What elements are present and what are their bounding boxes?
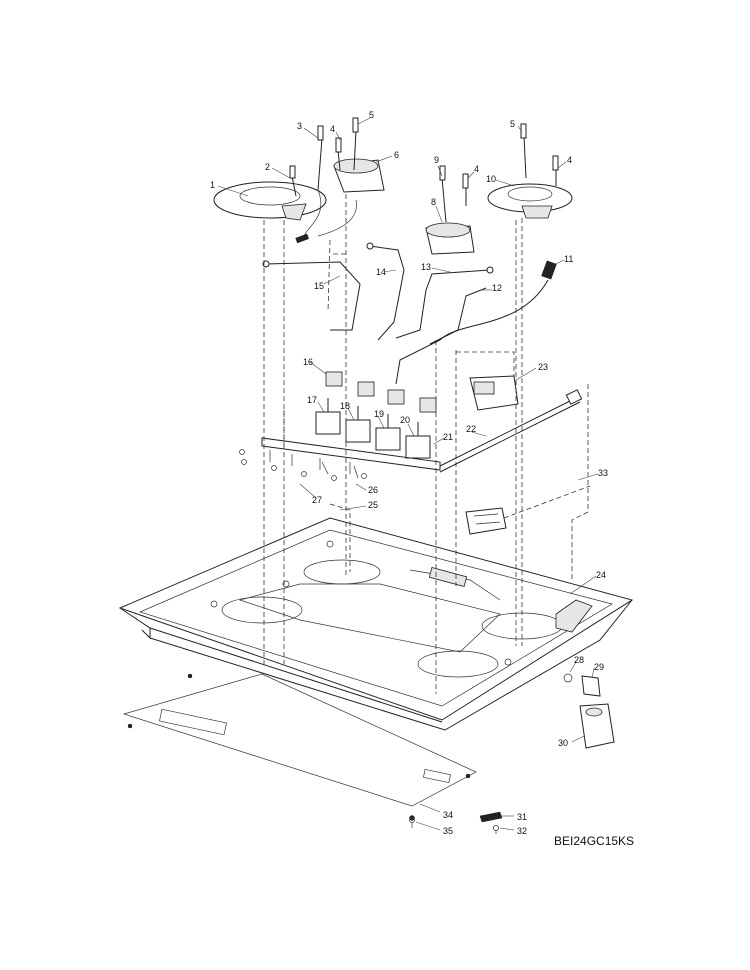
callout-4c: 4 [567,155,572,165]
callout-1: 1 [210,180,215,190]
burner-cup-small [333,158,385,193]
callout-17: 17 [307,395,317,405]
callout-25: 25 [368,500,378,510]
pressure-regulator [563,673,615,749]
bottom-cover-plate [122,673,477,821]
callout-16: 16 [303,357,313,367]
callout-8: 8 [431,197,436,207]
small-parts [409,811,503,834]
callout-32: 32 [517,826,527,836]
callout-24: 24 [596,570,606,580]
leader-lines [217,117,599,831]
burner-cup-center [425,222,475,255]
callout-19: 19 [374,409,384,419]
assembly-guide-lines [263,194,591,694]
callout-27: 27 [312,495,322,505]
model-code: BEI24GC15KS [554,834,634,848]
screws [239,449,367,481]
callout-33: 33 [598,468,608,478]
gas-manifold [439,389,583,473]
igniter-electrodes [289,117,559,244]
gas-tubes [262,242,557,385]
callout-6: 6 [394,150,399,160]
callout-9: 9 [434,155,439,165]
callout-30: 30 [558,738,568,748]
cooktop-base-pan [118,517,634,731]
callout-28: 28 [574,655,584,665]
callout-34: 34 [443,810,453,820]
callout-35: 35 [443,826,453,836]
callout-14: 14 [376,267,386,277]
callout-29: 29 [594,662,604,672]
callout-18: 18 [340,401,350,411]
callout-10: 10 [486,174,496,184]
callout-11: 11 [564,254,573,264]
callout-12: 12 [492,283,502,293]
callout-23: 23 [538,362,548,372]
part-callouts: 1 2 3 4 5 6 9 4 8 10 5 4 11 13 14 12 15 … [210,110,608,836]
callout-5b: 5 [510,119,515,129]
callout-21: 21 [443,432,453,442]
burner-base-right [487,183,573,219]
callout-4: 4 [330,124,335,134]
spark-module [469,375,519,411]
junction-block [465,507,507,535]
callout-2: 2 [265,162,270,172]
callout-3: 3 [297,121,302,131]
callout-13: 13 [421,262,431,272]
callout-4b: 4 [474,164,479,174]
callout-15: 15 [314,281,324,291]
callout-20: 20 [400,415,410,425]
callout-22: 22 [466,424,476,434]
callout-5: 5 [369,110,374,120]
callout-26: 26 [368,485,378,495]
manifold-bracket [261,437,441,474]
burner-base-left [213,181,327,221]
valve-assemblies [315,371,437,459]
callout-31: 31 [517,812,527,822]
